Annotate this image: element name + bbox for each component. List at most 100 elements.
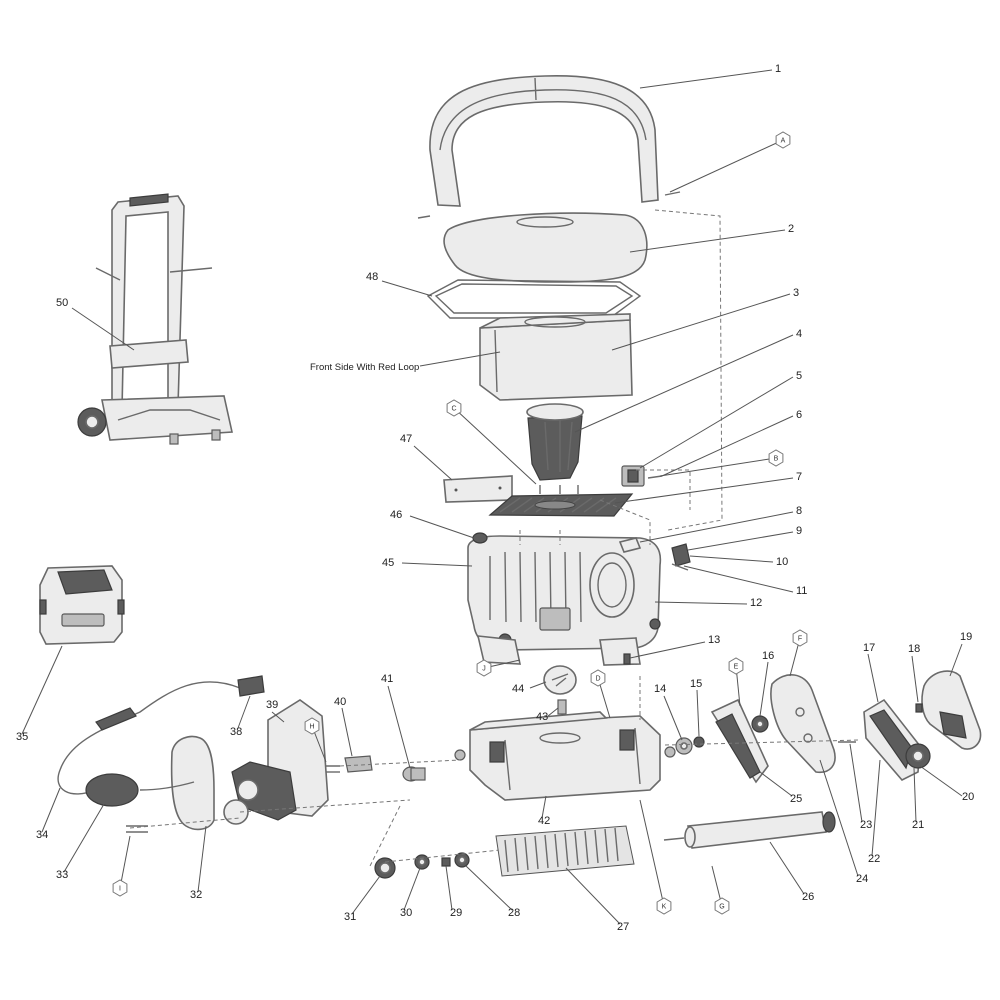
leader-line-7	[614, 477, 794, 504]
part-number-label: 25	[790, 793, 802, 805]
reference-hexagon	[590, 669, 606, 687]
part-chassis	[454, 711, 676, 801]
leader-line-40	[341, 707, 353, 757]
reference-letter: J	[482, 666, 486, 673]
reference-hexagon	[112, 879, 128, 897]
reference-hexagon	[775, 131, 791, 149]
part-number-label: 13	[708, 634, 720, 646]
leader-line-34	[41, 787, 61, 833]
leader-line-4	[574, 334, 794, 433]
part-connector	[621, 465, 663, 487]
part-number-label: 39	[266, 699, 278, 711]
reference-hexagon	[476, 659, 492, 677]
assembly-lines	[129, 209, 861, 867]
part-27-brush	[495, 825, 635, 877]
leader-line-12	[654, 601, 748, 605]
part-25-belt-plate	[710, 698, 769, 784]
leader-line-25	[759, 771, 793, 797]
leader-line-11	[683, 565, 794, 593]
part-number-label: 5	[796, 370, 802, 382]
part-number-label: 21	[912, 819, 924, 831]
leader-line-9	[687, 531, 794, 551]
reference-hexagon	[792, 629, 808, 647]
leader-line-30	[403, 867, 421, 911]
leader-line-22	[871, 759, 881, 857]
part-number-label: 24	[856, 873, 868, 885]
part-number-label: 2	[788, 223, 794, 235]
part-impeller-housing	[526, 403, 584, 481]
part-number-label: 22	[868, 853, 880, 865]
reference-letter: F	[798, 636, 802, 643]
leader-line-10	[689, 555, 774, 563]
leader-line-46	[409, 515, 475, 539]
part-41-bushing	[402, 766, 426, 782]
part-number-label: 8	[796, 505, 802, 517]
part-number-label: 26	[802, 891, 814, 903]
leader-line-35	[21, 645, 63, 735]
leader-line-29	[445, 865, 453, 911]
part-number-label: 48	[366, 271, 378, 283]
leader-line-28	[465, 865, 513, 911]
leader-line-17	[867, 653, 879, 703]
leader-line-33	[63, 803, 105, 873]
part-39-side-plate	[231, 699, 329, 821]
part-number-label: 35	[16, 731, 28, 743]
reference-leader-a	[669, 139, 784, 193]
part-top-cover	[443, 212, 648, 283]
leader-line-15	[696, 689, 700, 737]
leader-line-6	[661, 415, 794, 477]
part-main-body	[467, 535, 662, 666]
reference-letter: A	[781, 138, 786, 145]
part-number-label: 28	[508, 907, 520, 919]
leader-line-26	[769, 841, 805, 895]
part-gasket	[426, 279, 642, 319]
part-number-label: 40	[334, 696, 346, 708]
part-cable	[57, 675, 265, 833]
part-number-label: 44	[512, 683, 524, 695]
reference-letter: E	[734, 664, 739, 671]
part-number-label: 38	[230, 726, 242, 738]
reference-letter: H	[309, 724, 314, 731]
part-right-gears	[675, 715, 769, 755]
part-handle	[417, 75, 681, 219]
leader-line-45	[401, 562, 473, 567]
leader-line-3	[611, 293, 791, 351]
reference-hexagon	[728, 657, 744, 675]
part-number-label: 11	[796, 585, 807, 597]
part-number-label: 18	[908, 643, 920, 655]
reference-hexagon	[656, 897, 672, 915]
leader-line-13	[629, 641, 706, 659]
part-right-gearbox	[863, 698, 931, 781]
leader-line-42	[541, 795, 547, 819]
leader-line-39	[271, 711, 285, 723]
part-number-label: 47	[400, 433, 412, 445]
part-number-label: 16	[762, 650, 774, 662]
part-26-axle	[663, 811, 836, 849]
leader-line-1	[639, 69, 773, 89]
part-number-label: 4	[796, 328, 802, 340]
part-number-label: 9	[796, 525, 802, 537]
leader-line-32	[197, 825, 207, 893]
leader-line-47	[413, 445, 453, 481]
leader-line-5	[639, 376, 794, 469]
part-clip	[472, 532, 488, 544]
part-number-label: 1	[775, 63, 781, 75]
leader-line-27	[565, 867, 621, 925]
part-number-label: 7	[796, 471, 802, 483]
leader-line-24	[819, 759, 859, 877]
leader-line-2	[629, 229, 786, 253]
part-number-label: 23	[860, 819, 872, 831]
reference-hexagon	[446, 399, 462, 417]
part-number-label: 50	[56, 297, 68, 309]
part-small-fasteners	[543, 653, 631, 715]
part-number-label: 43	[536, 711, 548, 723]
part-number-label: 32	[190, 889, 202, 901]
part-number-label: 12	[750, 597, 762, 609]
leader-line-31	[351, 875, 381, 915]
part-number-label: 19	[960, 631, 972, 643]
reference-hexagon	[714, 897, 730, 915]
part-35-power-supply	[39, 565, 125, 645]
leader-line-21	[913, 767, 917, 823]
